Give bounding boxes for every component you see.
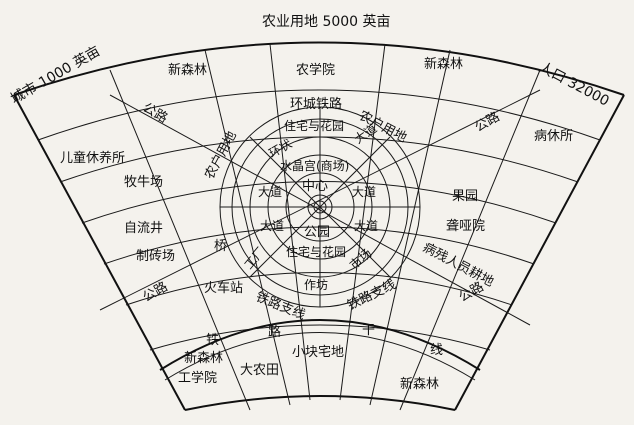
center-ave-lr: 大道 bbox=[354, 219, 378, 233]
center-ave-left: 大道 bbox=[258, 185, 282, 199]
center-housing-bottom: 住宅与花园 bbox=[286, 244, 346, 259]
label-disabled-farm: 病残人员耕地 bbox=[420, 239, 496, 290]
bottom-arc bbox=[184, 395, 456, 411]
label-smallholdings: 小块宅地 bbox=[292, 345, 344, 360]
label-new-forest-tl: 新森林 bbox=[168, 62, 207, 78]
grid-radials bbox=[109, 43, 541, 411]
label-mainline-4: 线 bbox=[430, 343, 443, 358]
right-border-label: 人口 32000 bbox=[536, 59, 611, 109]
label-road-ur: 公路 bbox=[472, 109, 503, 136]
center-park: 公园 bbox=[304, 225, 330, 240]
center-ave-right: 大道 bbox=[352, 185, 376, 199]
label-children-home: 儿童休养所 bbox=[60, 150, 125, 166]
label-ring-railway: 环城铁路 bbox=[290, 96, 342, 112]
label-brickyard: 制砖场 bbox=[136, 249, 175, 264]
left-border-label: 城市 1000 英亩 bbox=[8, 42, 104, 107]
label-rail-branch-l: 铁路支线 bbox=[254, 289, 308, 323]
label-bridge: 桥 bbox=[214, 239, 227, 254]
label-mainline-3: 干 bbox=[362, 323, 375, 338]
label-road-ul: 公路 bbox=[140, 100, 171, 127]
center-crystal: 水晶宫(商场) bbox=[280, 158, 349, 173]
label-new-forest-br: 新森林 bbox=[400, 376, 439, 392]
label-new-forest-b: 新森林 bbox=[184, 350, 223, 366]
center-housing-top: 住宅与花园 bbox=[284, 118, 344, 133]
label-orchard: 果园 bbox=[452, 189, 478, 204]
center-ring: 环状 bbox=[267, 136, 295, 160]
center-label: 中心 bbox=[302, 179, 328, 194]
label-deaf-school: 聋哑院 bbox=[446, 218, 485, 234]
label-mainline-2: 路 bbox=[268, 324, 281, 340]
label-self-well: 自流井 bbox=[124, 221, 163, 236]
center-workshop: 作坊 bbox=[304, 277, 328, 292]
label-agri-college: 农学院 bbox=[296, 62, 335, 78]
right-edge bbox=[454, 94, 625, 411]
center-ave-ll: 大道 bbox=[260, 219, 284, 233]
label-train-station: 火车站 bbox=[204, 280, 243, 296]
label-sanatorium: 病休所 bbox=[534, 129, 573, 144]
city-rings bbox=[219, 106, 421, 308]
label-big-farm: 大农田 bbox=[240, 363, 279, 378]
rail-mainline bbox=[159, 319, 481, 371]
label-cattle-farm: 牧牛场 bbox=[124, 175, 163, 190]
label-mainline-1: 铁 bbox=[206, 333, 219, 348]
outer-arc bbox=[13, 41, 625, 96]
top-border-label: 农业用地 5000 英亩 bbox=[262, 13, 391, 30]
label-new-forest-tr: 新森林 bbox=[424, 56, 463, 72]
left-edge bbox=[13, 94, 186, 411]
label-eng-college: 工学院 bbox=[178, 370, 217, 386]
fan-frame bbox=[13, 41, 625, 411]
